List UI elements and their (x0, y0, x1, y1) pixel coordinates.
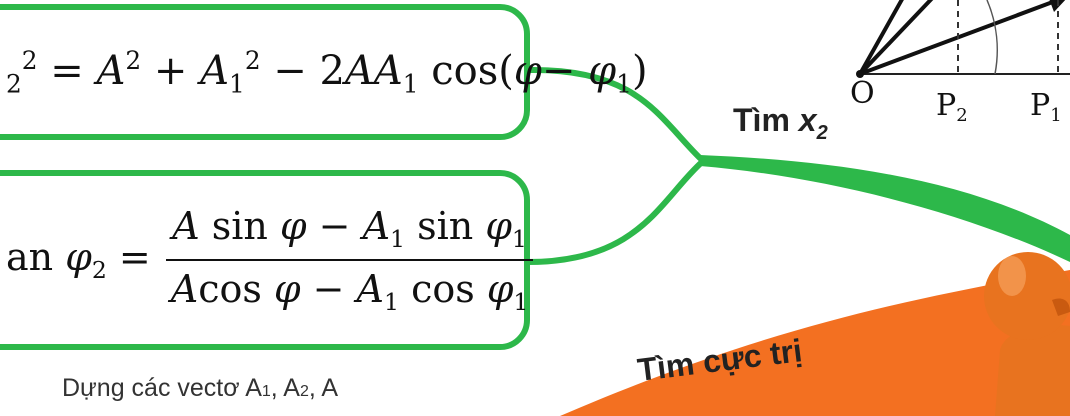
find-x2-label: Tìm x2 (733, 102, 828, 144)
angle-arc (986, 0, 998, 75)
projection-p1-label: P1 (1030, 88, 1062, 126)
vector-a-line (858, 0, 934, 76)
vector-a2-line (858, 0, 904, 75)
figure-head (984, 252, 1070, 340)
origin-label: O (850, 76, 875, 111)
orange-figure (984, 252, 1070, 416)
figure-body (995, 325, 1070, 416)
projection-p2-label: P2 (936, 88, 968, 126)
formula-box-phase: an φ2 = A sin φ − A1 sin φ1 Acos φ − A1 … (0, 170, 533, 350)
formula-box-amplitude: 22 = A2 + A12 − 2AA1 cos(φ− φ1) (0, 4, 648, 140)
green-branch-upper (527, 66, 705, 163)
vector-caption: Dựng các vectơ A1, A2, A (62, 374, 339, 402)
origin-point (856, 70, 864, 78)
formula-phase-lhs: an φ2 = (6, 235, 151, 285)
figure-hand (1052, 298, 1070, 316)
vector-diagram (856, 0, 1070, 78)
formula-amplitude-text: 22 = A2 + A12 − 2AA1 cos(φ− φ1) (6, 45, 648, 99)
formula-phase-numerator: A sin φ − A1 sin φ1 (166, 204, 533, 261)
green-main-branch (700, 155, 1070, 262)
orange-branch (540, 270, 1070, 416)
figure-head-highlight (998, 256, 1026, 296)
formula-phase-fraction: A sin φ − A1 sin φ1 Acos φ − A1 cos φ1 (165, 204, 535, 316)
green-branch-lower (527, 159, 705, 265)
formula-phase-denominator: Acos φ − A1 cos φ1 (170, 267, 529, 317)
